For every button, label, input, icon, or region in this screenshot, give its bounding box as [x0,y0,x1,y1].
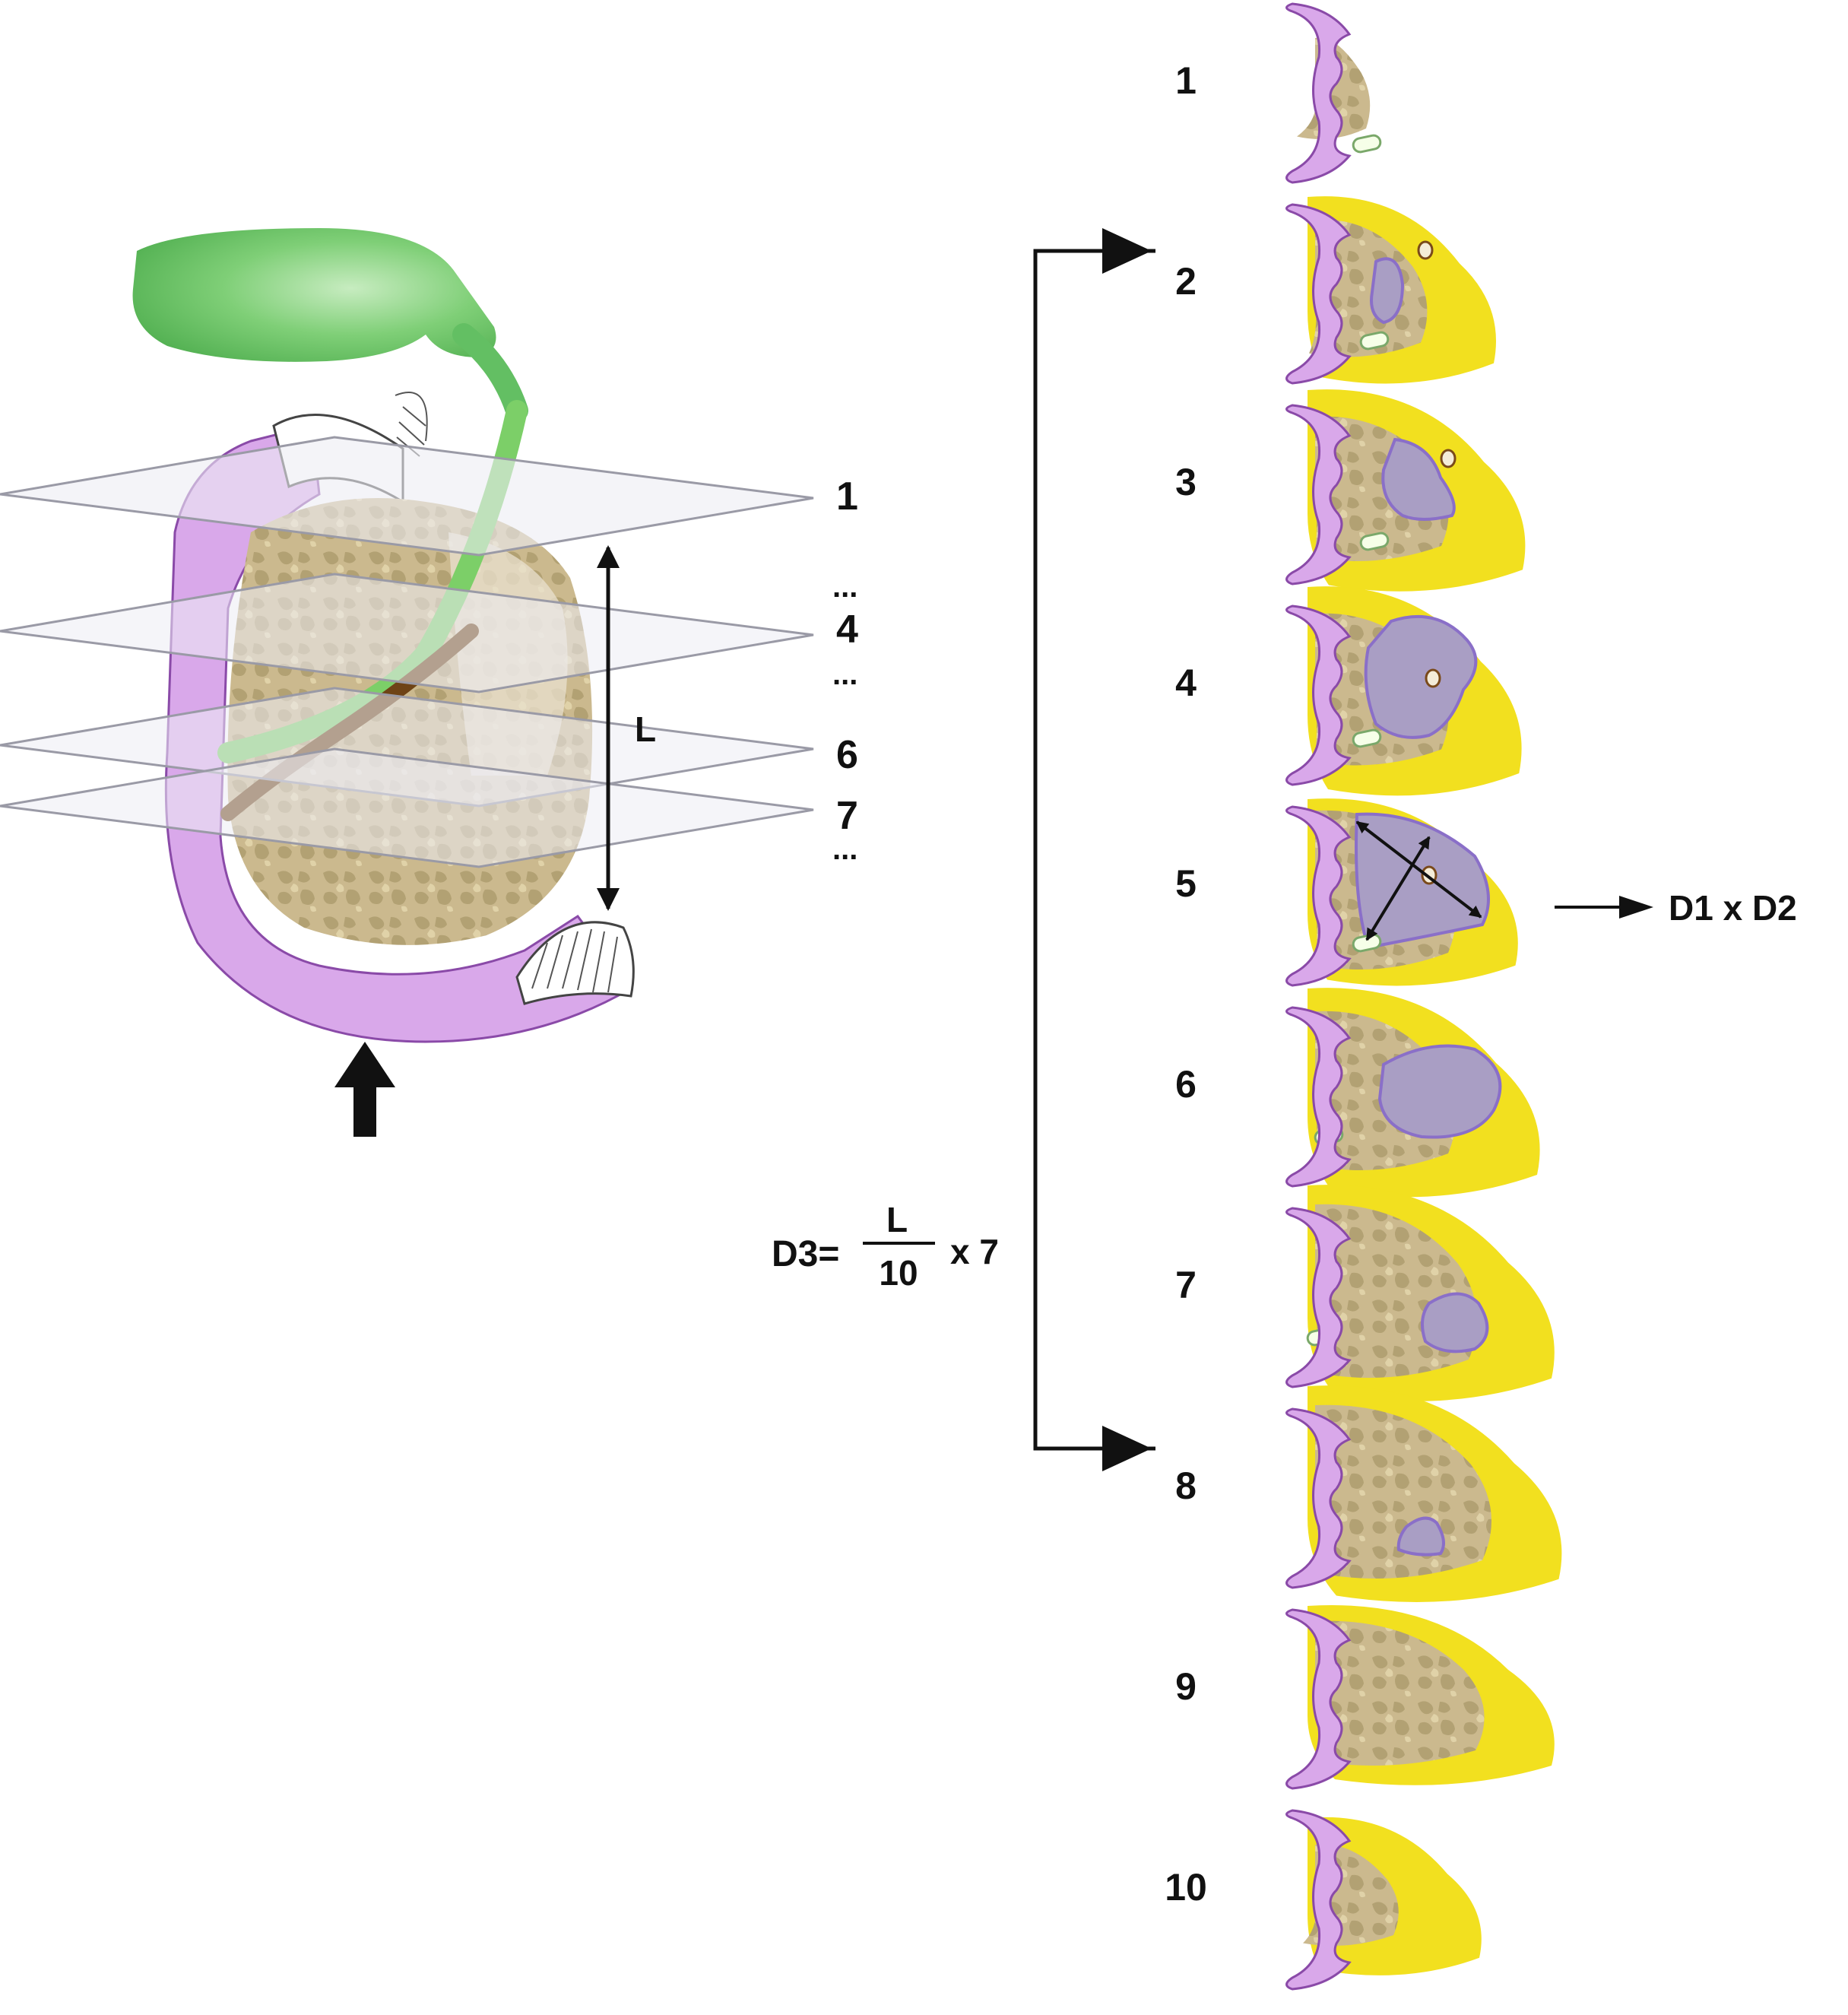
d2-arrow [1365,836,1431,941]
cystic-duct [452,323,528,422]
slice-tumor [1370,257,1405,325]
slice-tumor [1396,1516,1445,1556]
duodenum-upper-folds [395,392,428,457]
formula-numerator: L [886,1200,908,1239]
duodenum-lower-opening [515,921,635,1005]
slice-label: 8 [1175,1464,1197,1507]
duodenum-lower-folds [531,928,618,993]
slice-1 [1285,2,1382,184]
slice-vessel [1359,532,1390,551]
slice-duct [1417,240,1434,260]
slice-4 [1285,586,1522,796]
slice-3 [1285,389,1526,592]
slice-vessel [1359,331,1390,351]
slice-tumor [1421,1292,1489,1353]
slice-vessel [1352,728,1382,748]
slice-label: 2 [1175,260,1197,303]
formula-lhs: D3= [772,1234,839,1274]
slice-duodenum [1285,1407,1352,1589]
slice-duodenum [1285,805,1352,987]
slice-duodenum [1285,2,1352,184]
slice-pancreas [1315,1620,1485,1766]
slice-pancreas [1315,1404,1491,1579]
slice-2 [1285,196,1496,385]
slice-duodenum [1285,404,1352,585]
slice-8 [1285,1385,1562,1602]
measurement-label: D1 x D2 [1669,888,1797,928]
slice-tumor [1381,437,1456,521]
slice-label: 6 [1175,1063,1197,1106]
measurement-callout: D1 x D2 [1555,888,1797,928]
slice-5 [1285,798,1518,987]
plane-label-6: 6 [836,733,858,777]
measurement-arrowhead [1619,896,1653,919]
connector-bracket [1033,249,1155,1451]
plane-label-7: 7 [836,794,858,838]
slice-10 [1285,1809,1482,1991]
plane-ellipsis-1: ... [832,570,857,604]
slice-duodenum [1285,604,1352,786]
slice-9 [1285,1605,1555,1790]
slice-6 [1285,988,1540,1198]
slice-plane-4 [0,573,814,693]
view-direction-arrow [334,1042,395,1137]
slice-duodenum [1285,1207,1352,1388]
slice-duct [1425,668,1441,688]
slice-label: 3 [1175,461,1197,503]
length-label: L [635,709,656,749]
slice-label: 4 [1175,662,1197,704]
formula-denominator: 10 [879,1253,918,1293]
plane-ellipsis-2: ... [832,658,857,691]
plane-ellipsis-3: ... [832,833,857,866]
slice-duodenum [1285,203,1352,385]
slice-plane-1 [0,436,814,557]
slice-duodenum [1285,1006,1352,1188]
d3-formula: D3= L 10 x 7 [772,1200,999,1293]
slices-column: 1 2 3 4 5 6 7 8 9 10 [1165,2,1562,1991]
slice-duodenum [1285,1809,1352,1991]
left-3d-diagram: L 1 ... 4 ... 6 7 ... [0,228,858,1137]
slice-label: 7 [1175,1264,1197,1306]
slice-tumor [1364,614,1478,739]
plane-label-1: 1 [836,474,858,519]
gallbladder [132,228,496,362]
slice-label: 1 [1175,59,1197,102]
slice-7 [1285,1185,1555,1401]
slice-vessel [1352,134,1382,154]
connector-arrowhead-top [1102,228,1152,274]
slice-label: 5 [1175,862,1197,905]
d3-connector [1033,228,1155,1471]
slice-duct [1440,449,1457,468]
slice-duodenum [1285,1608,1352,1790]
slice-label: 9 [1175,1665,1197,1708]
connector-arrowhead-bottom [1102,1426,1152,1471]
slice-tumor [1377,1044,1502,1139]
slice-label: 10 [1165,1866,1207,1909]
formula-multiplier: x 7 [950,1232,999,1271]
plane-label-4: 4 [836,608,858,652]
